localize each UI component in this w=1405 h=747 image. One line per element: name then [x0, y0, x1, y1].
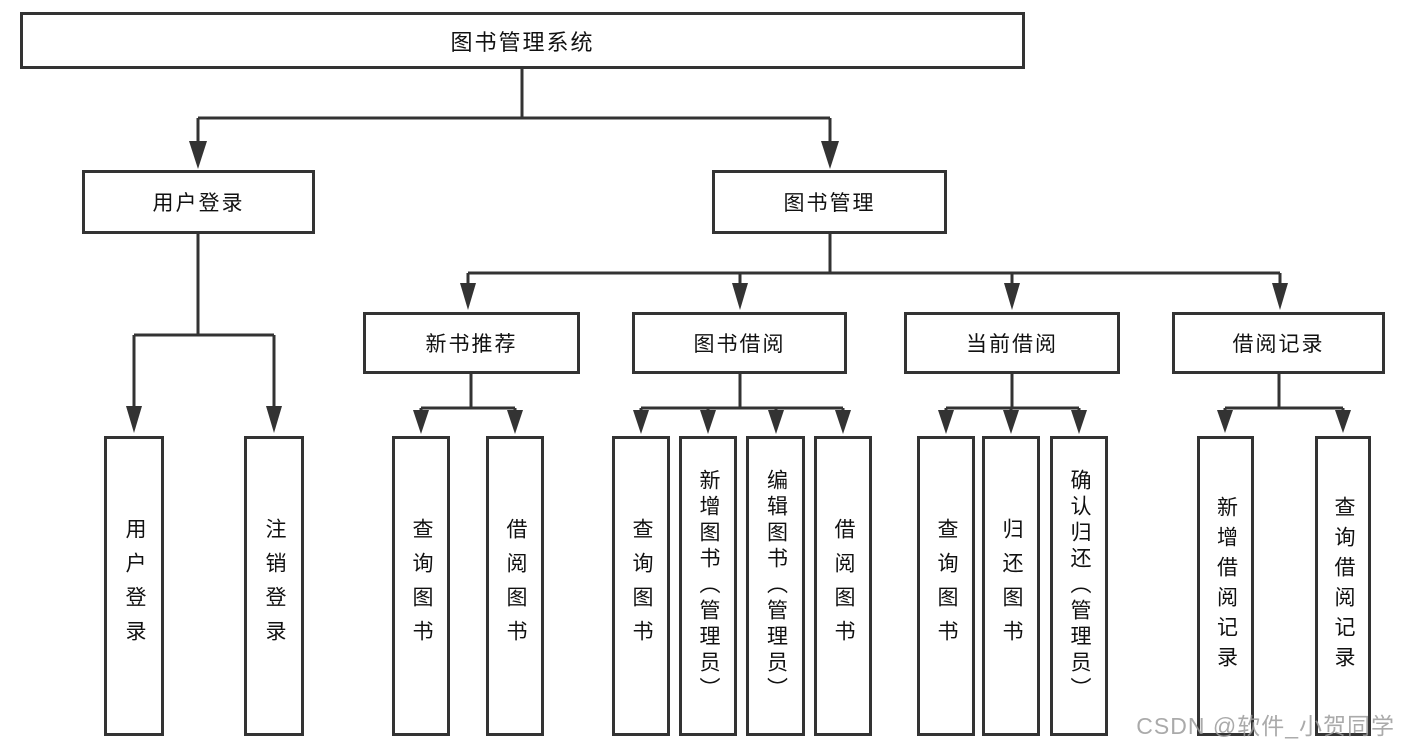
node-current-borrow: 当前借阅: [904, 312, 1120, 374]
leaf-newbook-borrow-book: 借阅图书: [486, 436, 544, 736]
csdn-watermark: CSDN @软件_小贺同学: [1136, 713, 1395, 739]
arrowhead: [938, 410, 954, 434]
node-new-book-recommend: 新书推荐: [363, 312, 580, 374]
arrowhead: [732, 283, 748, 310]
node-label: 当前借阅: [966, 333, 1058, 356]
leaf-borrow-add-book-admin: 新增图书（管理员）: [679, 436, 737, 736]
arrowhead: [1003, 410, 1019, 434]
arrowhead: [189, 141, 207, 169]
leaf-borrow-query-book: 查询图书: [612, 436, 670, 736]
arrowhead: [821, 141, 839, 169]
leaf-label: 查询图书: [630, 518, 653, 654]
node-label: 图书管理系统: [450, 29, 595, 55]
leaf-borrow-edit-book-admin: 编辑图书（管理员）: [746, 436, 805, 736]
arrowhead: [1335, 410, 1351, 433]
leaf-user-login: 用户登录: [104, 436, 164, 736]
arrowhead: [507, 410, 523, 434]
node-label: 借阅记录: [1232, 333, 1325, 356]
leaf-record-query-borrow-record: 查询借阅记录: [1315, 436, 1371, 736]
arrowhead: [1217, 410, 1233, 433]
leaf-label: 查询图书: [935, 518, 958, 654]
arrowhead: [413, 410, 429, 434]
node-book-management: 图书管理: [712, 170, 947, 234]
leaf-newbook-query-book: 查询图书: [392, 436, 450, 736]
node-label: 新书推荐: [425, 333, 518, 356]
leaf-label: 归还图书: [1000, 518, 1023, 654]
arrowhead: [768, 410, 784, 434]
leaf-label: 借阅图书: [832, 518, 855, 654]
arrowhead: [1071, 410, 1087, 434]
arrowhead: [1272, 283, 1288, 310]
node-label: 用户登录: [152, 192, 245, 215]
leaf-logout: 注销登录: [244, 436, 304, 736]
node-book-borrow: 图书借阅: [632, 312, 847, 374]
arrowhead: [835, 410, 851, 434]
arrowhead: [700, 410, 716, 434]
node-label: 图书管理: [783, 192, 876, 215]
leaf-label: 用户登录: [123, 518, 146, 654]
node-borrow-record: 借阅记录: [1172, 312, 1385, 374]
leaf-current-return-book: 归还图书: [982, 436, 1040, 736]
leaf-current-query-book: 查询图书: [917, 436, 975, 736]
leaf-current-confirm-return-admin: 确认归还（管理员）: [1050, 436, 1108, 736]
node-library-management-system: 图书管理系统: [20, 12, 1025, 69]
leaf-label: 新增借阅记录: [1214, 496, 1238, 676]
leaf-label: 编辑图书（管理员）: [764, 469, 788, 703]
leaf-label: 新增图书（管理员）: [697, 469, 720, 703]
leaf-label: 查询借阅记录: [1332, 496, 1355, 676]
leaf-label: 注销登录: [263, 518, 286, 654]
arrowhead: [266, 406, 282, 433]
leaf-label: 查询图书: [410, 518, 433, 654]
arrowhead: [126, 406, 142, 433]
arrowhead: [1004, 283, 1020, 310]
leaf-label: 借阅图书: [504, 518, 527, 654]
node-label: 图书借阅: [693, 333, 786, 356]
leaf-label: 确认归还（管理员）: [1068, 469, 1091, 703]
leaf-borrow-borrow-book: 借阅图书: [814, 436, 872, 736]
arrowhead: [633, 410, 649, 434]
leaf-record-add-borrow-record: 新增借阅记录: [1197, 436, 1254, 736]
arrowhead: [460, 283, 476, 310]
node-user-login: 用户登录: [82, 170, 315, 234]
